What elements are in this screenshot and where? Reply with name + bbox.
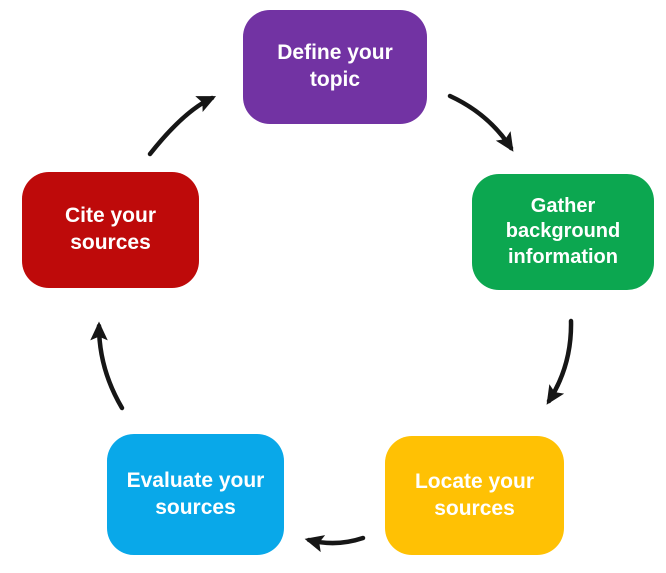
step-cite-sources: Cite your sources [22,172,199,288]
step-label: Evaluate your sources [126,468,265,519]
step-label: Locate your sources [414,469,535,520]
arrow-cite-to-define-icon [147,95,217,157]
arrow-define-to-gather-icon [447,93,514,152]
arrow-gather-to-locate-icon [546,318,574,405]
arrow-locate-to-evaluate-icon [304,535,366,553]
arrow-evaluate-to-cite-icon [90,321,125,411]
step-label: Define your topic [277,41,393,91]
step-define-topic: Define your topic [243,10,427,124]
step-label: Gather background information [505,194,621,268]
step-evaluate-sources: Evaluate your sources [107,434,284,555]
step-locate-sources: Locate your sources [385,436,564,555]
step-gather-background-information: Gather background information [472,174,654,290]
step-label: Cite your sources [64,204,156,254]
